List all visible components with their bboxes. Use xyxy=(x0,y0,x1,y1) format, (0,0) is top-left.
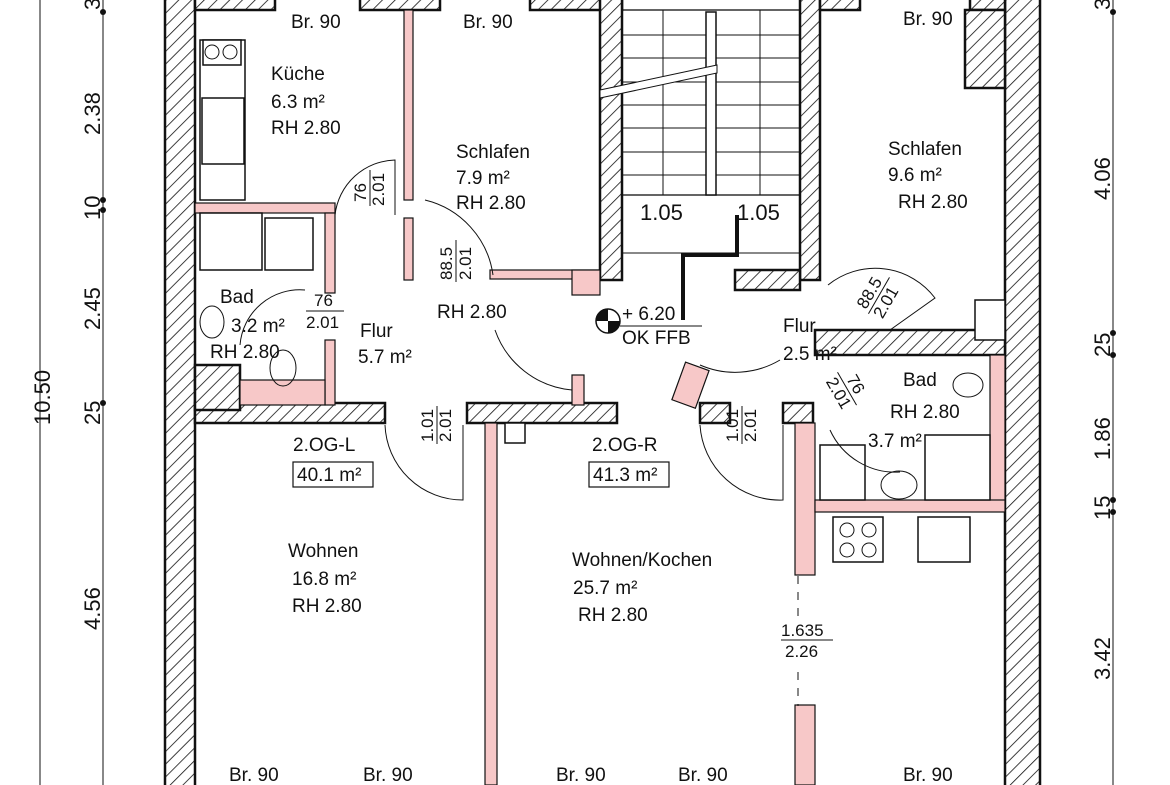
room-height: RH 2.80 xyxy=(271,118,341,139)
dim-right-5: 3.42 xyxy=(1090,637,1115,680)
door-swings xyxy=(239,159,936,501)
room-bad-left: Bad 3.2 m² RH 2.80 xyxy=(210,287,285,363)
door-label: 76 2.01 xyxy=(306,291,344,332)
dim-left-0: 3 xyxy=(80,0,105,10)
room-bad-right: Bad RH 2.80 3.7 m² xyxy=(868,370,960,452)
stair-width-left: 1.05 xyxy=(640,200,683,225)
room-height: RH 2.80 xyxy=(437,302,507,323)
room-area: 2.5 m² xyxy=(783,344,837,365)
room-height: RH 2.80 xyxy=(898,192,968,213)
door-width: 88.5 xyxy=(437,247,456,280)
unit-area: 41.3 m² xyxy=(593,465,657,486)
room-area: 3.7 m² xyxy=(868,431,922,452)
stair-width-right: 1.05 xyxy=(737,200,780,225)
opening-width: 1.635 xyxy=(781,621,824,640)
window-label: Br. 90 xyxy=(463,12,513,33)
room-schlafen-left: Schlafen 7.9 m² RH 2.80 xyxy=(456,142,530,214)
room-name: Wohnen/Kochen xyxy=(572,550,712,571)
partition-walls xyxy=(194,9,1006,785)
dim-right-1: 4.06 xyxy=(1090,157,1115,200)
window-label: Br. 90 xyxy=(229,765,279,785)
unit-area: 40.1 m² xyxy=(297,465,361,486)
room-area: 3.2 m² xyxy=(231,316,285,337)
dimension-lines xyxy=(39,0,1116,785)
door-height: 2.01 xyxy=(369,173,388,206)
dim-right-2: 25 xyxy=(1090,333,1115,357)
door-label: 1.01 2.01 xyxy=(723,406,760,444)
walls xyxy=(163,0,1042,785)
door-width: 76 xyxy=(314,291,333,310)
door-label: 88.5 2.01 xyxy=(853,274,902,322)
room-schlafen-right: Schlafen 9.6 m² RH 2.80 xyxy=(888,139,968,213)
level-value: + 6.20 xyxy=(622,304,675,325)
dim-left-3: 2.45 xyxy=(80,287,105,330)
door-width: 1.01 xyxy=(723,409,742,442)
room-height: RH 2.80 xyxy=(292,596,362,617)
dim-left-2: 10 xyxy=(80,196,105,220)
window-label: Br. 90 xyxy=(363,765,413,785)
room-flur-right: Flur 2.5 m² xyxy=(783,316,837,365)
dim-left-5: 4.56 xyxy=(80,587,105,630)
room-name: Schlafen xyxy=(888,139,962,160)
dim-right-0: 3 xyxy=(1090,0,1115,10)
unit-right: 2.OG-R 41.3 m² xyxy=(588,435,670,488)
room-wohnen: Wohnen 16.8 m² RH 2.80 xyxy=(288,541,362,617)
opening-height: 2.26 xyxy=(785,642,818,661)
door-height: 2.01 xyxy=(436,409,455,442)
dim-right-3: 1.86 xyxy=(1090,417,1115,460)
room-height: RH 2.80 xyxy=(890,402,960,423)
fixtures xyxy=(199,39,1006,563)
room-kueche: Küche 6.3 m² RH 2.80 xyxy=(271,64,341,139)
room-height: RH 2.80 xyxy=(456,193,526,214)
unit-name: 2.OG-L xyxy=(293,435,355,456)
room-area: 6.3 m² xyxy=(271,92,325,113)
dim-left-1: 2.38 xyxy=(80,92,105,135)
dimension-labels-left: 3 2.38 10 2.45 25 4.56 10.50 xyxy=(30,0,105,630)
door-height: 2.01 xyxy=(456,247,475,280)
room-name: Schlafen xyxy=(456,142,530,163)
window-labels: Br. 90 Br. 90 Br. 90 Br. 90 Br. 90 Br. 9… xyxy=(229,9,953,785)
dim-total: 10.50 xyxy=(30,370,55,425)
door-width: 76 xyxy=(351,183,370,202)
room-height: RH 2.80 xyxy=(578,605,648,626)
room-area: 9.6 m² xyxy=(888,165,942,186)
room-name: Flur xyxy=(783,316,816,337)
door-label: 88.5 2.01 xyxy=(437,240,475,282)
room-name: Küche xyxy=(271,64,325,85)
staircase: 1.05 1.05 xyxy=(599,9,801,320)
door-label: 76 2.01 xyxy=(351,170,388,206)
door-label: 1.01 2.01 xyxy=(418,406,455,444)
room-name: Flur xyxy=(360,321,393,342)
room-area: 25.7 m² xyxy=(573,578,637,599)
level-reference: OK FFB xyxy=(622,328,691,349)
window-label: Br. 90 xyxy=(903,9,953,30)
dim-left-4: 25 xyxy=(80,401,105,425)
room-name: Wohnen xyxy=(288,541,358,562)
room-wohnen-kochen: Wohnen/Kochen 25.7 m² RH 2.80 xyxy=(572,550,712,626)
door-height: 2.01 xyxy=(741,409,760,442)
window-label: Br. 90 xyxy=(556,765,606,785)
room-height: RH 2.80 xyxy=(210,342,280,363)
opening-label: 1.635 2.26 xyxy=(779,576,835,706)
room-name: Bad xyxy=(903,370,937,391)
window-label: Br. 90 xyxy=(291,12,341,33)
door-label: 76 2.01 xyxy=(822,371,868,412)
room-area: 7.9 m² xyxy=(456,168,510,189)
room-area: 5.7 m² xyxy=(358,347,412,368)
room-area: 16.8 m² xyxy=(292,569,356,590)
window-label: Br. 90 xyxy=(903,765,953,785)
level-marker: + 6.20 OK FFB xyxy=(595,304,702,349)
door-height: 2.01 xyxy=(306,313,339,332)
room-name: Bad xyxy=(220,287,254,308)
dim-right-4: 15 xyxy=(1090,496,1115,520)
door-width: 1.01 xyxy=(418,409,437,442)
dimension-labels-right: 3 4.06 25 1.86 15 3.42 xyxy=(1090,0,1115,680)
unit-left: 2.OG-L 40.1 m² xyxy=(292,435,374,488)
room-flur-left: Flur 5.7 m² RH 2.80 xyxy=(358,302,507,368)
window-label: Br. 90 xyxy=(678,765,728,785)
unit-name: 2.OG-R xyxy=(592,435,657,456)
